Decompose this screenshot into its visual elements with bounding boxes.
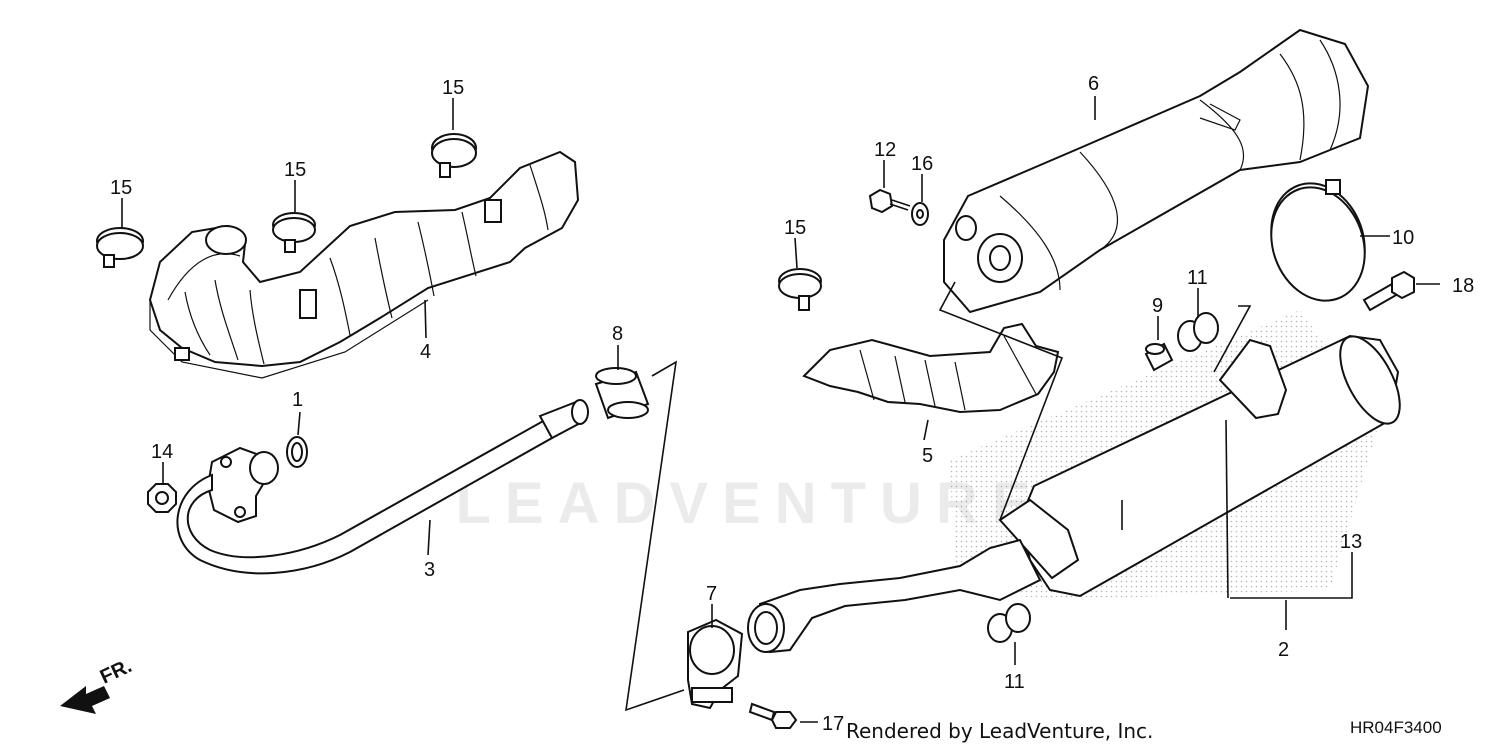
bolt-part: [1362, 270, 1415, 312]
credit-text: Rendered by LeadVenture, Inc.: [846, 719, 1154, 743]
hose-clamp-part: [96, 227, 144, 268]
callout-9: 9: [1152, 295, 1163, 317]
callout-13: 13: [1340, 531, 1362, 553]
callout-10: 10: [1392, 227, 1414, 249]
pipe-clamp-part: [687, 618, 744, 710]
callout-11-lower: 11: [1004, 671, 1025, 693]
bolt-part: [748, 702, 798, 729]
nut-part: [147, 483, 177, 513]
watermark: LEADVENTURE: [455, 471, 1045, 536]
callout-17: 17: [822, 713, 844, 735]
muffler-part: [747, 334, 1401, 654]
hose-clamp-part: [778, 268, 822, 311]
heat-shield-lower-part: [802, 322, 1060, 414]
heat-shield-upper-part: [148, 150, 580, 379]
callout-15-b: 15: [284, 159, 306, 181]
callout-1: 1: [292, 389, 303, 411]
callout-7: 7: [706, 583, 717, 605]
grommet-part: [1177, 312, 1219, 352]
callout-18: 18: [1452, 275, 1474, 297]
callout-6: 6: [1088, 73, 1099, 95]
callout-2: 2: [1278, 639, 1289, 661]
front-direction-arrow: FR.: [60, 655, 135, 714]
sleeve-part: [594, 367, 650, 420]
callout-3: 3: [424, 559, 435, 581]
grommet-part: [987, 603, 1031, 643]
callout-8: 8: [612, 323, 623, 345]
leader-lines: [121, 96, 1440, 723]
washer-part: [911, 202, 929, 226]
callout-4: 4: [420, 341, 431, 363]
callout-16: 16: [911, 153, 933, 175]
callout-15-c: 15: [442, 77, 464, 99]
muffler-cover-part: [943, 28, 1370, 314]
callout-5: 5: [922, 445, 933, 467]
callout-14: 14: [151, 441, 173, 463]
bolt-part: [868, 188, 911, 214]
hose-clamp-part: [272, 212, 316, 253]
collar-part: [1144, 342, 1174, 372]
front-label: FR.: [97, 655, 135, 689]
diagram-code: HR04F3400: [1350, 718, 1442, 737]
callout-15-a: 15: [110, 177, 132, 199]
callout-15-d: 15: [784, 217, 806, 239]
exhaust-pipe-part: [176, 399, 589, 575]
gasket-part: [286, 436, 308, 468]
callout-12: 12: [874, 139, 896, 161]
callout-11-upper: 11: [1187, 267, 1208, 289]
hose-clamp-part: [431, 133, 477, 178]
band-clamp-part: [1270, 179, 1366, 302]
